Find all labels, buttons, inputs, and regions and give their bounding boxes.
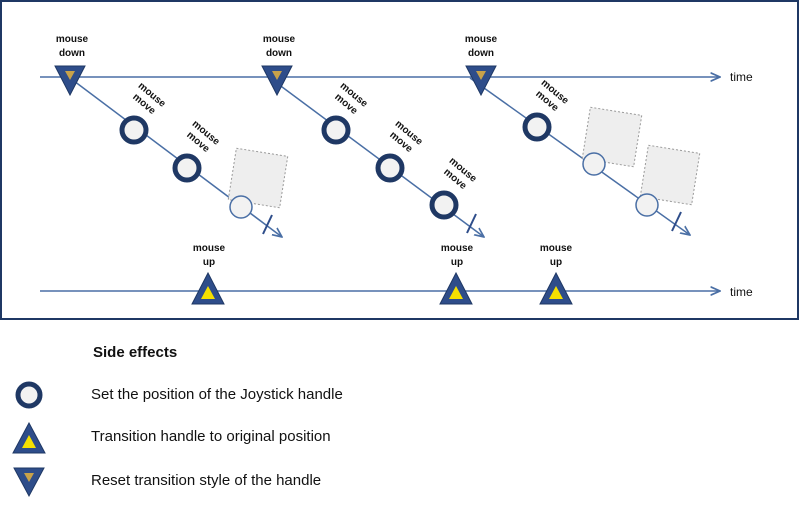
circle-icon [15,381,43,409]
mouse-down-label: down [59,48,85,59]
timeline-diagram: time time [0,0,799,320]
mouse-down-label: down [468,48,494,59]
legend: Side effects Set the position of the Joy… [0,330,800,507]
mouse-down-marker-2 [261,65,293,97]
legend-title: Side effects [93,344,178,361]
mouse-up-label: up [451,257,463,268]
mouse-up-label: mouse [540,243,573,254]
mouse-move-circle [375,153,405,183]
legend-item-label: Reset transition style of the handle [91,472,322,489]
handle-box-1 [227,147,289,209]
end-tick-1 [262,214,273,235]
mouse-move-circle [321,115,351,145]
mouse-up-label: mouse [441,243,474,254]
handle-box-3 [639,144,701,206]
mouse-move-circle [429,190,459,220]
mouse-down-label: down [266,48,292,59]
legend-item-reset-transition: Reset transition style of the handle [0,466,800,498]
legend-item-label: Transition handle to original position [91,428,331,445]
top-time-label: time [730,70,753,84]
mouse-up-marker-1 [191,271,225,305]
mouse-move-circle [172,153,202,183]
mouse-down-label: mouse [56,34,89,45]
mouse-down-marker-3 [465,65,497,97]
mouse-up-marker-3 [539,271,573,305]
mouse-up-label: up [203,257,215,268]
mouse-move-circle [119,115,149,145]
handle-circle-1 [229,195,253,219]
handle-circle-3 [635,193,659,217]
end-tick-3 [671,211,682,232]
triangle-down-icon [13,467,45,498]
mouse-down-label: mouse [263,34,296,45]
triangle-up-icon [12,422,46,454]
legend-item-label: Set the position of the Joystick handle [91,386,343,403]
legend-item-set-position: Set the position of the Joystick handle [0,380,800,410]
end-tick-2 [466,213,477,234]
mouse-up-label: up [550,257,562,268]
handle-circle-2 [582,152,606,176]
mouse-move-circle [522,112,552,142]
mouse-down-marker-1 [54,65,86,97]
mouse-up-label: mouse [193,243,226,254]
mouse-up-marker-2 [439,271,473,305]
mouse-down-label: mouse [465,34,498,45]
handle-box-2 [581,106,643,168]
bottom-time-label: time [730,285,753,299]
legend-item-transition-handle: Transition handle to original position [0,422,800,454]
